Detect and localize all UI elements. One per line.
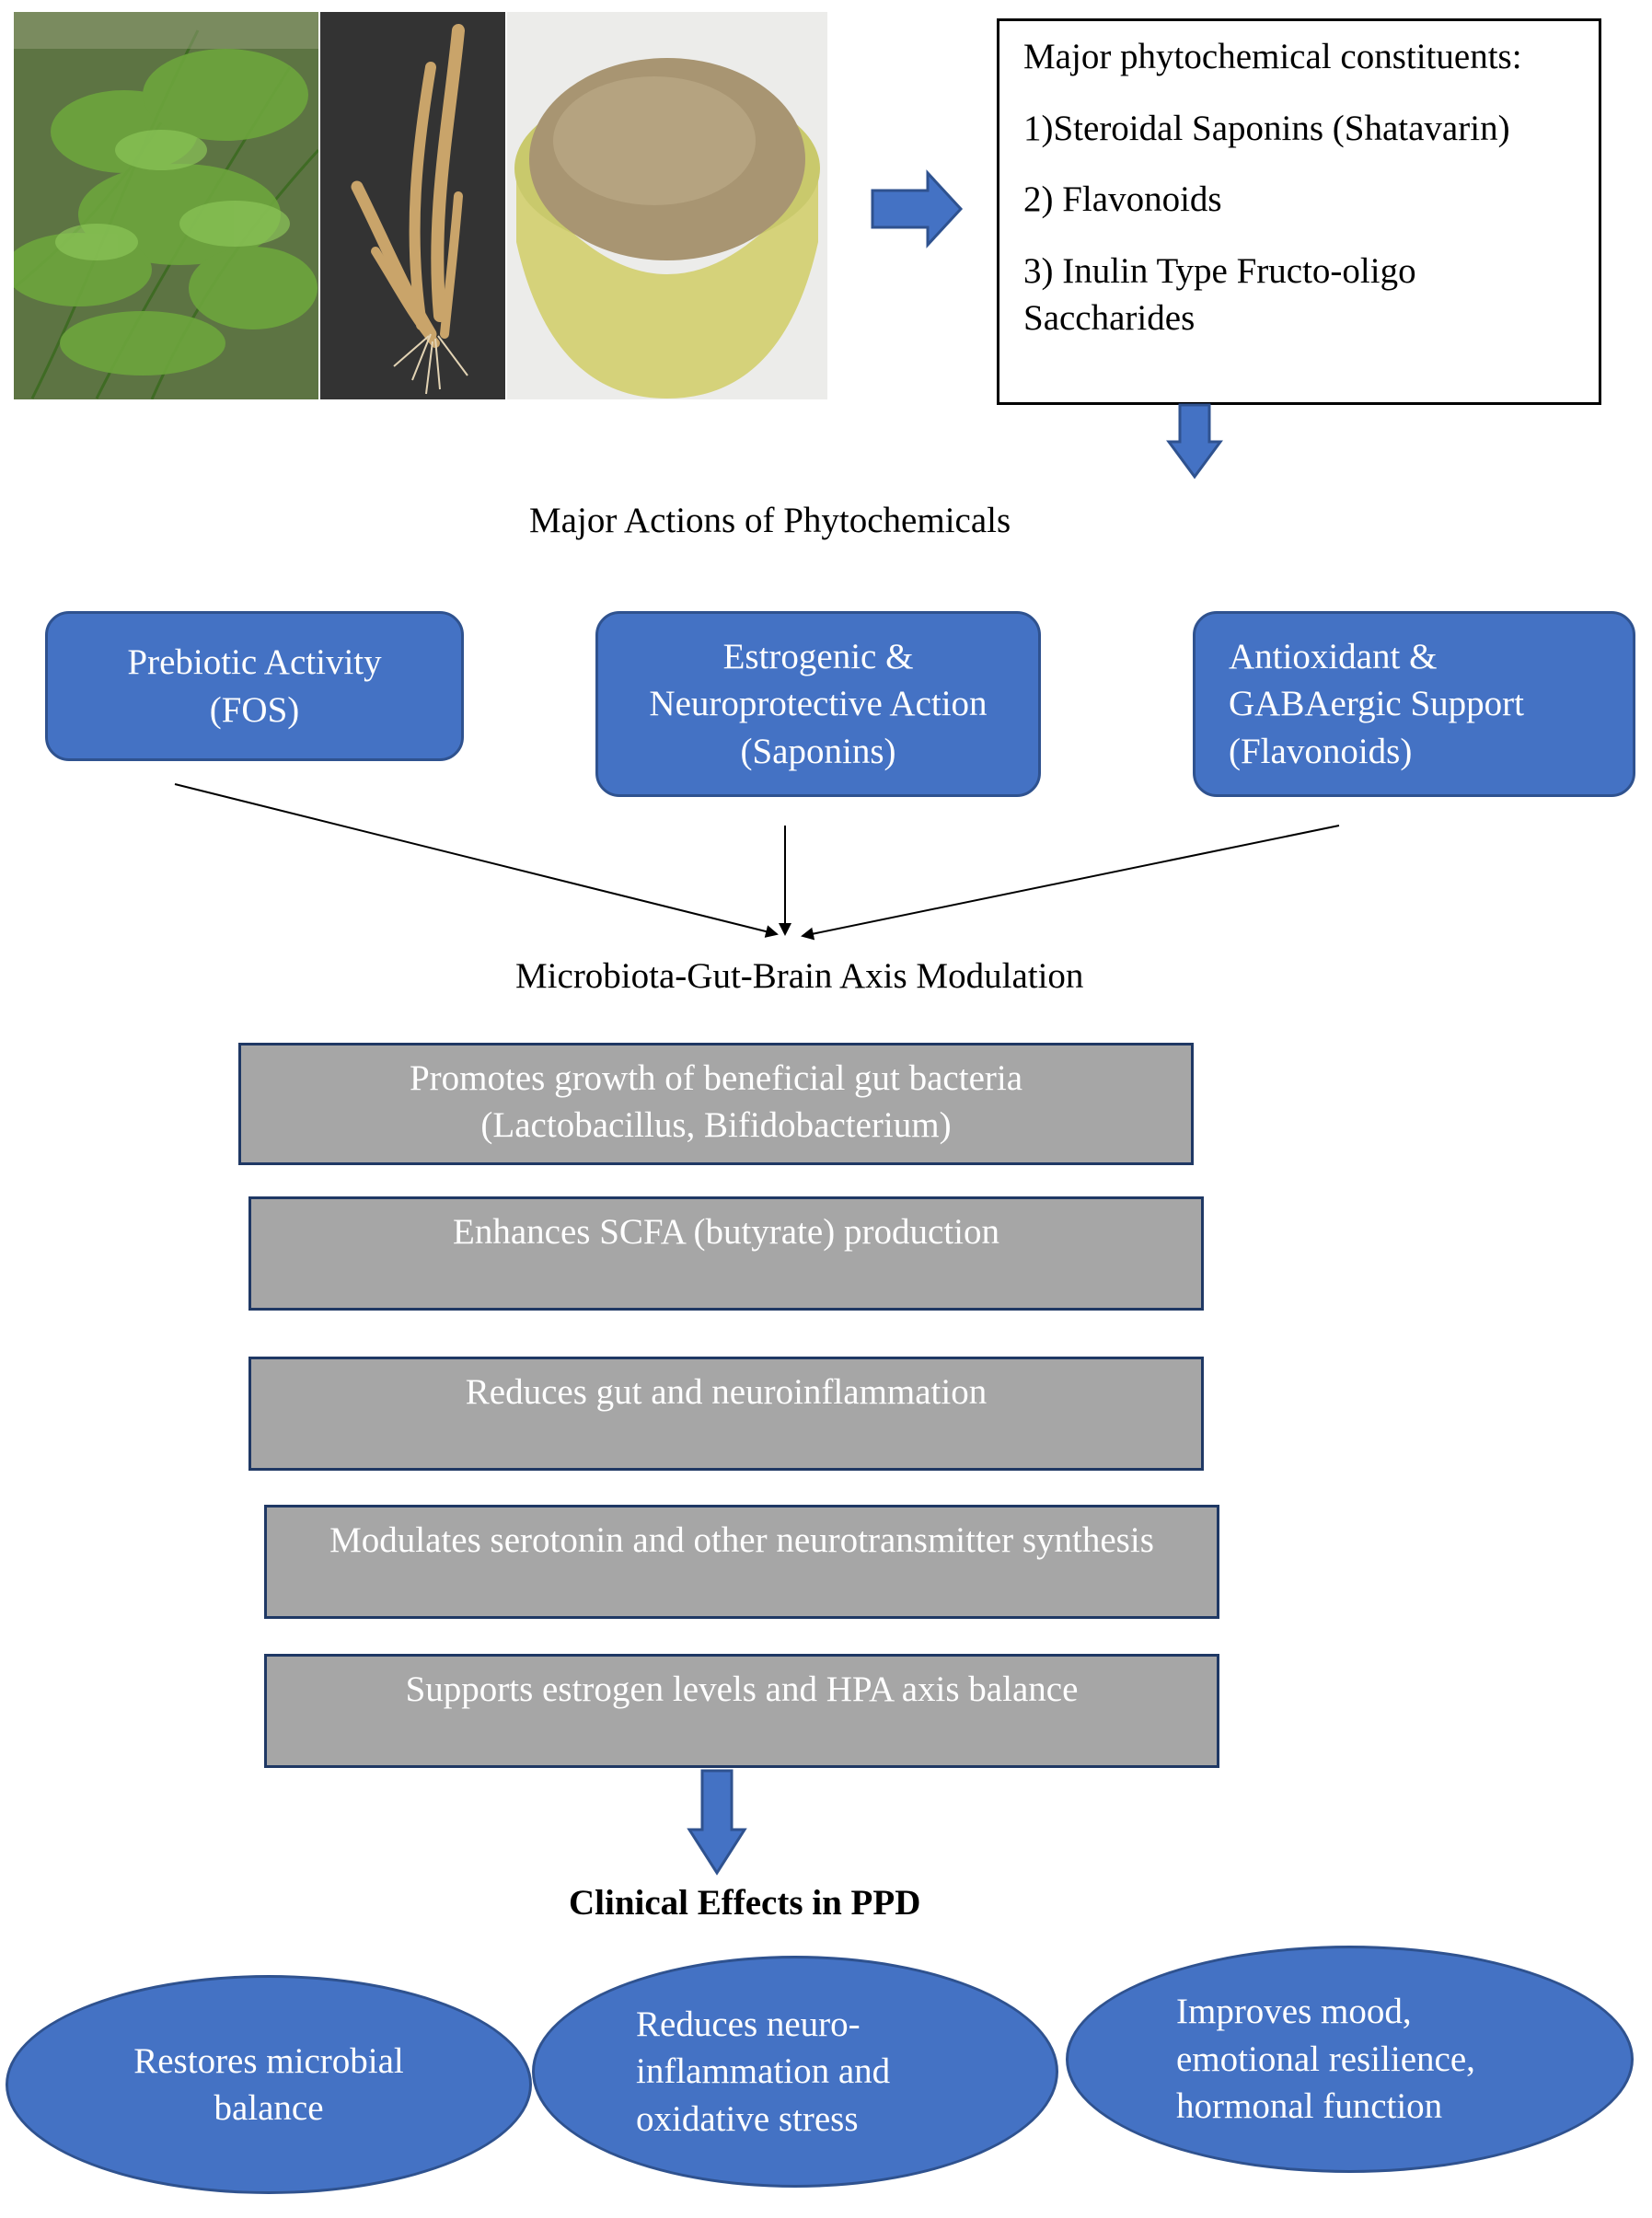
constituents-title: Major phytochemical constituents:: [1023, 37, 1522, 76]
constituent-item: 1)Steroidal Saponins (Shatavarin): [1023, 108, 1510, 148]
constituent-item: 3) Inulin Type Fructo-oligo Saccharides: [1023, 251, 1416, 338]
arrow-from-prebiotic: [174, 783, 779, 938]
mechanism-box-serotonin: Modulates serotonin and other neurotrans…: [264, 1505, 1219, 1619]
action-line: Antioxidant &: [1229, 636, 1438, 676]
mechanism-line: Supports estrogen levels and HPA axis ba…: [405, 1669, 1079, 1709]
action-line: (FOS): [209, 689, 300, 730]
action-line: (Saponins): [740, 731, 896, 771]
axis-heading: Microbiota-Gut-Brain Axis Modulation: [515, 956, 1084, 996]
action-line: Estrogenic &: [722, 636, 914, 676]
effect-line: balance: [214, 2088, 324, 2128]
effect-line: inflammation and: [636, 2051, 891, 2092]
effect-line: emotional resilience,: [1176, 2039, 1475, 2079]
action-line: Neuroprotective Action: [649, 684, 988, 724]
arrow-from-antioxidant: [801, 825, 1340, 941]
mechanism-line: Promotes growth of beneficial gut bacter…: [409, 1058, 1023, 1098]
mechanism-line: (Lactobacillus, Bifidobacterium): [480, 1105, 952, 1146]
effect-line: oxidative stress: [636, 2098, 859, 2139]
constituents-box: Major phytochemical constituents: 1)Ster…: [997, 18, 1601, 405]
prebiotic-activity-box: Prebiotic Activity (FOS): [45, 611, 464, 761]
constituent-item: 2) Flavonoids: [1023, 179, 1222, 220]
mechanism-line: Modulates serotonin and other neurotrans…: [329, 1520, 1154, 1560]
action-line: Prebiotic Activity: [127, 642, 382, 683]
effect-line: Restores microbial: [133, 2040, 404, 2081]
mechanism-box-estrogen-hpa: Supports estrogen levels and HPA axis ba…: [264, 1654, 1219, 1768]
action-line: (Flavonoids): [1229, 731, 1413, 771]
mechanism-box-inflammation: Reduces gut and neuroinflammation: [248, 1357, 1204, 1471]
mechanism-line: Reduces gut and neuroinflammation: [465, 1372, 988, 1412]
estrogenic-neuroprotective-box: Estrogenic & Neuroprotective Action (Sap…: [595, 611, 1041, 797]
effect-mood-hormonal: Improves mood, emotional resilience, hor…: [1066, 1946, 1634, 2173]
effect-line: hormonal function: [1176, 2086, 1443, 2127]
mechanism-line: Enhances SCFA (butyrate) production: [453, 1212, 999, 1252]
effect-line: Reduces neuro-: [636, 2004, 861, 2044]
mechanism-box-scfa: Enhances SCFA (butyrate) production: [248, 1196, 1204, 1311]
shatavari-powder-photo: [507, 12, 827, 399]
effect-neuroinflammation: Reduces neuro- inflammation and oxidativ…: [532, 1956, 1058, 2188]
antioxidant-gabaergic-box: Antioxidant & GABAergic Support (Flavono…: [1193, 611, 1635, 797]
down-block-arrow-effects: [687, 1769, 747, 1876]
actions-heading: Major Actions of Phytochemicals: [529, 501, 1011, 540]
effect-line: Improves mood,: [1176, 1992, 1412, 2032]
mechanism-box-gut-bacteria: Promotes growth of beneficial gut bacter…: [238, 1043, 1194, 1165]
action-line: GABAergic Support: [1229, 684, 1525, 724]
effects-heading: Clinical Effects in PPD: [569, 1883, 921, 1923]
effect-microbial-balance: Restores microbial balance: [6, 1975, 532, 2194]
shatavari-plant-photo: [14, 12, 318, 399]
shatavari-root-photo: [320, 12, 505, 399]
right-block-arrow: [871, 169, 964, 248]
down-block-arrow: [1166, 403, 1223, 479]
